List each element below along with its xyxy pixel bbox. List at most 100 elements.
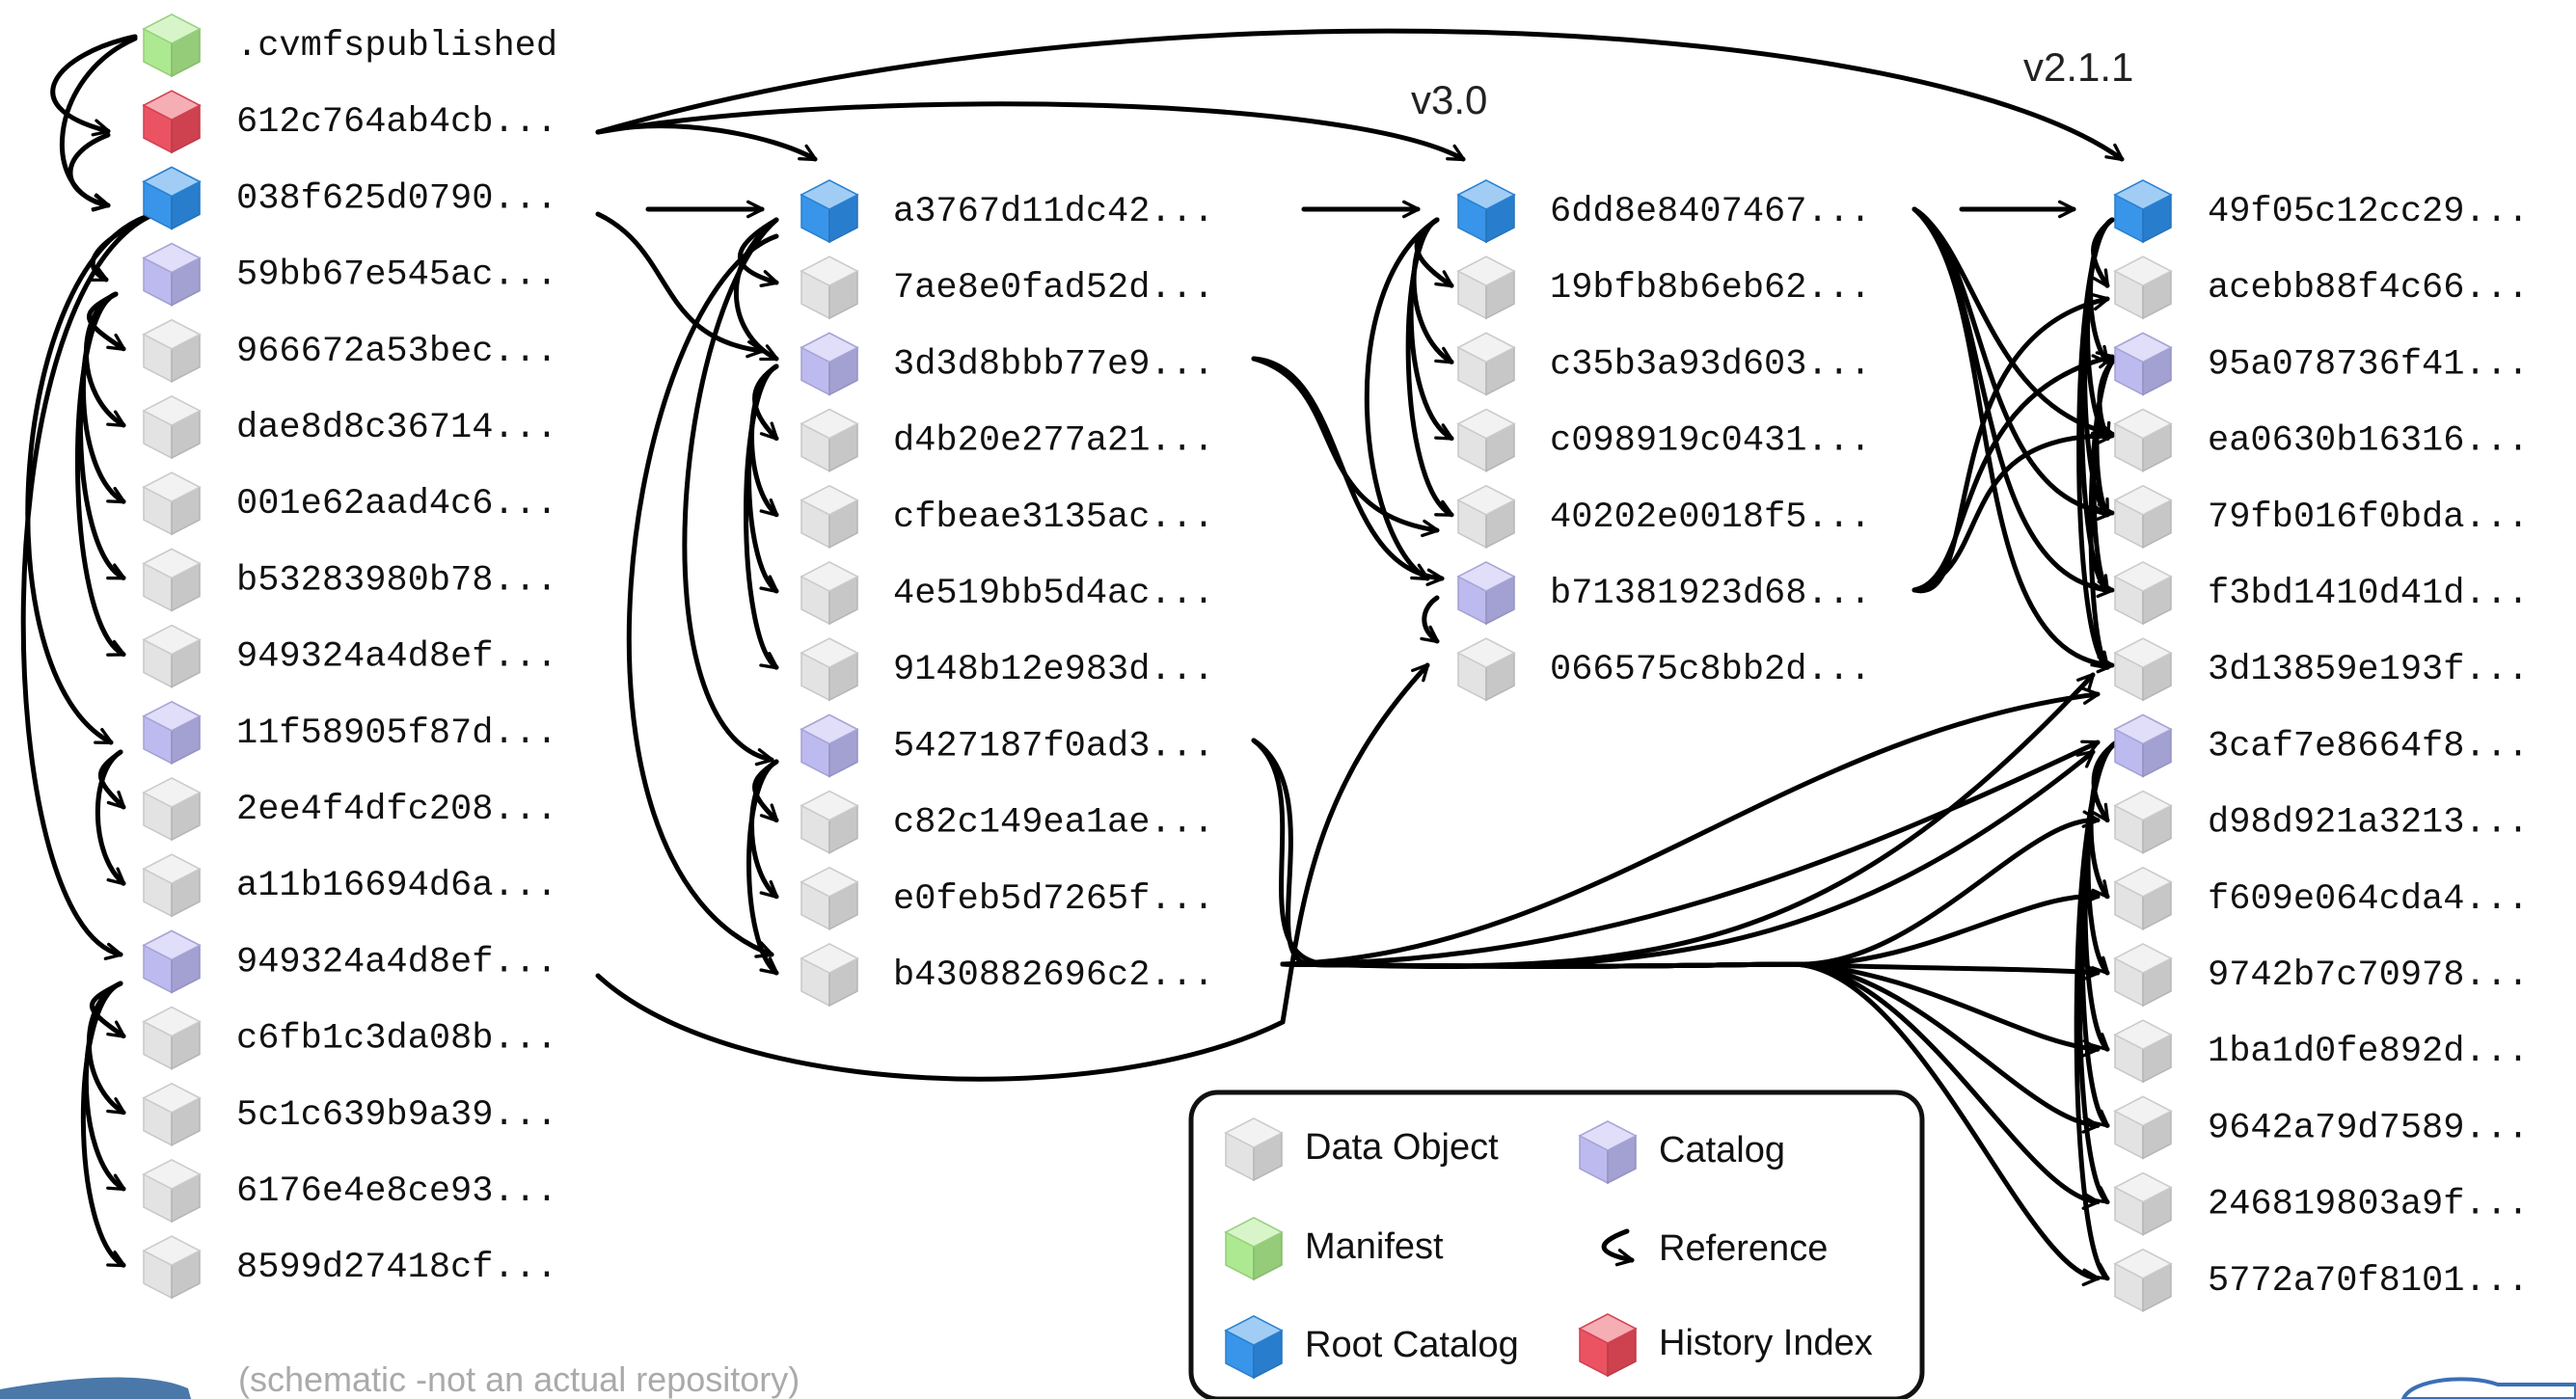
object-hash: 949324a4d8ef... — [236, 637, 557, 678]
reference-arrow — [1912, 351, 2115, 593]
object-row: 59bb67e545ac... — [142, 242, 557, 307]
data-cube-icon — [2113, 637, 2173, 702]
object-hash: c35b3a93d603... — [1550, 344, 1871, 385]
data-cube-icon — [142, 471, 202, 536]
object-hash: c82c149ea1ae... — [893, 803, 1214, 844]
object-hash: 6dd8e8407467... — [1550, 192, 1871, 232]
reference-arrow — [1251, 672, 2096, 969]
reference-arrow — [95, 749, 126, 886]
object-row: 5772a70f8101... — [2113, 1248, 2529, 1313]
object-row: acebb88f4c66... — [2113, 256, 2529, 320]
data-cube-icon — [142, 1235, 202, 1300]
catalog-cube-icon — [1456, 561, 1516, 626]
column-1: .cvmfspublished 612c764ab4cb... 038f625d07… — [142, 13, 557, 1300]
object-row: 6dd8e8407467... — [1456, 179, 1871, 244]
object-row: b71381923d68... — [1456, 561, 1871, 626]
data-cube-icon — [142, 1159, 202, 1224]
reference-arrow — [1420, 595, 1440, 644]
object-row: 9642a79d7589... — [2113, 1095, 2529, 1160]
data-cube-icon — [2113, 1019, 2173, 1084]
object-hash: d98d921a3213... — [2208, 803, 2529, 844]
data-cube-icon — [2113, 866, 2173, 931]
data-cube-icon — [800, 561, 859, 626]
root-cube-icon — [800, 179, 859, 244]
object-hash: 11f58905f87d... — [236, 713, 557, 754]
object-hash: a11b16694d6a... — [236, 866, 557, 906]
reference-arrow — [1912, 426, 2115, 593]
reference-arrow — [1405, 217, 1454, 518]
object-hash: f609e064cda4... — [2208, 879, 2529, 920]
object-row: .cvmfspublished — [142, 13, 557, 78]
reference-arrow — [2074, 740, 2120, 1281]
object-row: 966672a53bec... — [142, 318, 557, 384]
corner-decoration-left — [0, 1377, 191, 1399]
history-cube-icon — [142, 90, 202, 154]
data-cube-icon — [142, 624, 202, 688]
reference-arrow — [595, 662, 1430, 1082]
reference-arrow — [80, 981, 126, 1268]
legend-box — [1188, 1090, 1925, 1399]
object-row: 949324a4d8ef... — [142, 624, 557, 688]
object-row: a3767d11dc42... — [800, 179, 1214, 244]
object-hash: 2ee4f4dfc208... — [236, 790, 557, 830]
reference-arrow — [1280, 686, 2101, 967]
object-hash: 19bfb8b6eb62... — [1550, 268, 1871, 309]
object-row: 001e62aad4c6... — [142, 471, 557, 536]
legend-item: History Index — [1578, 1313, 1873, 1378]
object-row: 612c764ab4cb... — [142, 90, 557, 154]
object-hash: cfbeae3135ac... — [893, 498, 1214, 538]
reference-arrow — [1912, 292, 2110, 594]
object-hash: 1ba1d0fe892d... — [2208, 1032, 2529, 1072]
object-row: 8599d27418cf... — [142, 1235, 557, 1300]
object-hash: d4b20e277a21... — [893, 421, 1214, 462]
object-hash: acebb88f4c66... — [2208, 268, 2529, 309]
object-row: 40202e0018f5... — [1456, 484, 1871, 550]
object-hash: 59bb67e545ac... — [236, 256, 557, 296]
object-row: f3bd1410d41d... — [2113, 561, 2529, 626]
data-cube-icon — [142, 853, 202, 918]
legend-label: Manifest — [1305, 1226, 1444, 1267]
data-cube-icon — [800, 866, 859, 931]
object-row: c82c149ea1ae... — [800, 790, 1214, 854]
object-row: d4b20e277a21... — [800, 408, 1214, 472]
corner-decoration-right — [2400, 1377, 2576, 1399]
reference-arrow — [1364, 217, 1440, 581]
object-hash: 9148b12e983d... — [893, 650, 1214, 690]
object-row: d98d921a3213... — [2113, 790, 2529, 854]
object-row: ea0630b16316... — [2113, 408, 2529, 472]
object-columns: .cvmfspublished 612c764ab4cb... 038f625d07… — [142, 13, 2529, 1313]
reference-arrow — [2076, 217, 2115, 670]
data-cube-icon — [800, 943, 859, 1008]
root-cube-icon — [1224, 1315, 1284, 1380]
object-row: 7ae8e0fad52d... — [800, 256, 1214, 320]
object-row: c098919c0431... — [1456, 408, 1871, 472]
reference-arrow — [1251, 738, 2096, 969]
object-hash: 9742b7c70978... — [2208, 955, 2529, 996]
reference-arrow — [25, 211, 157, 745]
reference-arrow — [595, 101, 1466, 162]
data-cube-icon — [2113, 408, 2173, 472]
reference-arrow — [682, 217, 779, 767]
legend-label: Reference — [1659, 1228, 1828, 1269]
object-row: b430882696c2... — [800, 943, 1214, 1008]
object-hash: 038f625d0790... — [236, 178, 557, 219]
object-hash: 7ae8e0fad52d... — [893, 268, 1214, 309]
object-hash: b53283980b78... — [236, 560, 557, 601]
object-hash: 001e62aad4c6... — [236, 484, 557, 525]
object-hash: 612c764ab4cb... — [236, 102, 557, 143]
object-row: 49f05c12cc29... — [2113, 179, 2529, 244]
data-cube-icon — [1456, 332, 1516, 396]
object-hash: b430882696c2... — [893, 955, 1214, 996]
object-hash: 3d3d8bbb77e9... — [893, 344, 1214, 385]
reference-arrow — [1280, 961, 2101, 1287]
object-hash: c6fb1c3da08b... — [236, 1019, 557, 1060]
catalog-cube-icon — [142, 242, 202, 307]
legend-label: Catalog — [1659, 1130, 1785, 1170]
object-row: 3caf7e8664f8... — [2113, 713, 2529, 778]
reference-arrow — [1280, 740, 2101, 967]
object-row: b53283980b78... — [142, 548, 557, 612]
object-row: 246819803a9f... — [2113, 1171, 2529, 1236]
reference-arrow — [1251, 356, 1445, 586]
object-row: 2ee4f4dfc208... — [142, 777, 557, 842]
